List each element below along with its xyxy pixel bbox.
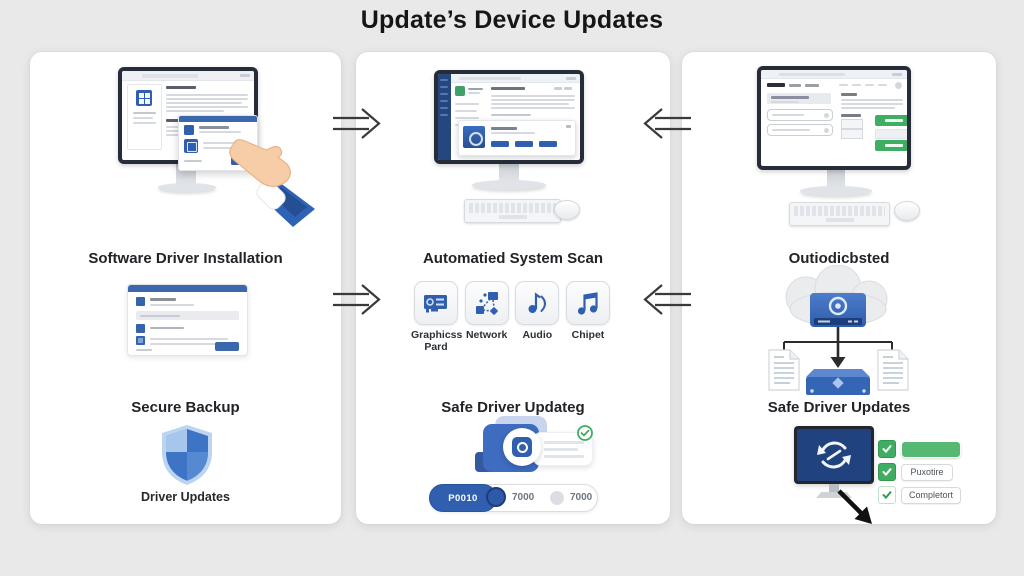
flow-arrow-left-icon bbox=[643, 108, 691, 139]
progress-dot bbox=[550, 491, 564, 505]
flow-arrow-right-icon bbox=[333, 108, 381, 139]
page-title: Update’s Device Updates bbox=[360, 6, 664, 34]
progress-active-label: P0010 bbox=[448, 492, 478, 504]
connector-lines bbox=[783, 327, 893, 359]
green-app-icon bbox=[455, 86, 465, 96]
keyboard-illustration bbox=[464, 199, 561, 223]
magnifier-circle bbox=[503, 428, 541, 466]
green-button bbox=[875, 140, 907, 151]
progress-fill: P0010 bbox=[429, 484, 497, 512]
app-icon bbox=[184, 125, 194, 135]
dialog-icon bbox=[136, 324, 145, 333]
heading-cloud-update: Outiodicbsted bbox=[788, 250, 890, 267]
green-button bbox=[875, 115, 907, 126]
checklist-pill: Completort bbox=[901, 486, 961, 504]
popup-button bbox=[491, 141, 509, 147]
cloud-computer-illustration bbox=[682, 52, 996, 234]
down-arrow-icon bbox=[830, 357, 846, 368]
keyboard-illustration bbox=[789, 202, 890, 226]
document-icon bbox=[877, 349, 909, 391]
sync-icon bbox=[817, 441, 851, 469]
scan-app-illustration bbox=[438, 74, 580, 160]
mouse-illustration bbox=[554, 200, 580, 220]
graphics-card-icon bbox=[424, 295, 447, 313]
checklist-row bbox=[878, 440, 961, 458]
sidebar-card bbox=[127, 84, 162, 150]
heading-system-scan: Automatied System Scan bbox=[422, 250, 604, 267]
progress-knob bbox=[486, 487, 506, 507]
popup-button bbox=[515, 141, 533, 147]
device-label: Graphicss Pard bbox=[411, 329, 463, 354]
site-left-column bbox=[767, 93, 833, 161]
hand-cursor-icon bbox=[229, 139, 315, 227]
caption-driver-updates: Driver Updates bbox=[141, 490, 230, 504]
drive-icon bbox=[806, 369, 870, 395]
checkbox-checked-icon bbox=[878, 440, 896, 458]
heading-safe-driver-updates: Safe Driver Updates bbox=[767, 399, 911, 416]
device-tile-network: Network bbox=[462, 281, 512, 353]
document-icon bbox=[768, 349, 800, 391]
mouse-illustration bbox=[894, 201, 920, 221]
progress-bar: P0010 7000 7000 bbox=[429, 484, 598, 512]
heading-safe-update: Safe Driver Updateg bbox=[441, 399, 585, 416]
cloud-server-icon bbox=[810, 293, 866, 327]
chipset-icon bbox=[577, 292, 598, 315]
heading-secure-backup: Secure Backup bbox=[131, 399, 240, 416]
shield-icon bbox=[162, 425, 212, 485]
dialog-icon bbox=[136, 336, 145, 345]
progress-mid-label: 7000 bbox=[512, 492, 535, 503]
progress-end-label: 7000 bbox=[570, 492, 593, 503]
update-site-illustration bbox=[761, 70, 907, 166]
sync-monitor-illustration bbox=[794, 426, 876, 504]
scan-computer-illustration bbox=[356, 52, 670, 232]
dialog-button bbox=[215, 342, 239, 351]
panel-software-installation: Software Driver Installation Secure Back… bbox=[30, 52, 341, 524]
app-icon-large bbox=[184, 139, 198, 153]
cloud-download-illustration bbox=[768, 265, 909, 395]
flow-arrow-left-icon bbox=[643, 284, 691, 315]
device-label: Network bbox=[465, 329, 508, 341]
network-icon bbox=[475, 292, 498, 315]
popup-button bbox=[539, 141, 557, 147]
heading-software-installation: Software Driver Installation bbox=[88, 250, 283, 267]
checklist-pill bbox=[901, 440, 961, 458]
checkbox-check-icon bbox=[878, 486, 896, 504]
driver-thumbnail bbox=[463, 126, 485, 148]
site-main-column bbox=[841, 93, 907, 163]
checklist-row: Puxotire bbox=[878, 463, 953, 481]
check-circle-icon bbox=[577, 425, 593, 441]
driver-popup-illustration bbox=[458, 120, 576, 156]
checklist-row: Completort bbox=[878, 486, 961, 504]
card-detail-pill bbox=[533, 432, 593, 466]
driver-scan-illustration bbox=[469, 416, 603, 480]
pointer-arrow-icon bbox=[837, 489, 872, 524]
windows-logo-icon bbox=[136, 90, 152, 106]
device-label: Chipet bbox=[571, 329, 605, 341]
device-tile-audio: Audio bbox=[512, 281, 562, 353]
backup-dialog-illustration bbox=[127, 284, 248, 356]
checklist-pill: Puxotire bbox=[901, 463, 953, 481]
flow-arrow-right-icon bbox=[333, 284, 381, 315]
panel-cloud-update: Outiodicbsted bbox=[682, 52, 996, 524]
install-monitor-illustration bbox=[115, 65, 315, 255]
device-tile-chipset: Chipet bbox=[563, 281, 613, 353]
device-label: Audio bbox=[522, 329, 553, 341]
audio-icon bbox=[528, 292, 547, 313]
dialog-icon bbox=[136, 297, 145, 306]
checkbox-checked-icon bbox=[878, 463, 896, 481]
panel-system-scan: Automatied System Scan Graphicss Pard bbox=[356, 52, 670, 524]
device-tile-graphics-card: Graphicss Pard bbox=[411, 281, 463, 354]
device-icons-row: Graphicss Pard Network bbox=[411, 281, 613, 353]
